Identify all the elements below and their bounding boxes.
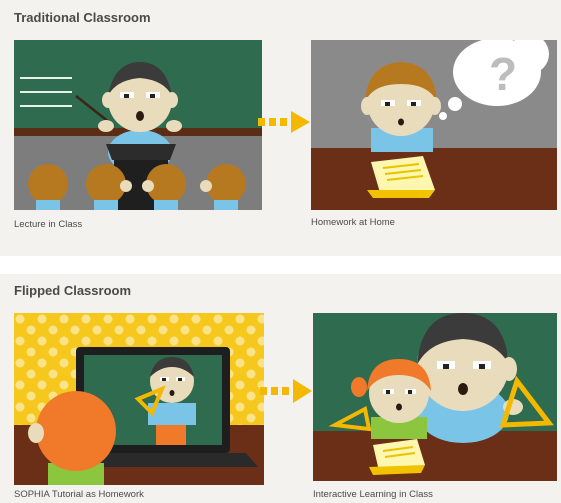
- caption-interactive-learning: Interactive Learning in Class: [313, 489, 433, 500]
- interactive-learning-illustration: [313, 313, 557, 481]
- student-figure: [361, 62, 441, 152]
- section-title-flipped: Flipped Classroom: [14, 283, 132, 298]
- section-title-traditional: Traditional Classroom: [14, 10, 151, 25]
- dotted-arrow-icon: [260, 378, 314, 404]
- caption-sophia-tutorial: SOPHIA Tutorial as Homework: [14, 489, 144, 500]
- students: [28, 164, 246, 210]
- sophia-tutorial-homework-illustration: [14, 313, 264, 485]
- dotted-arrow-icon: [258, 110, 312, 134]
- desk: [311, 148, 557, 210]
- student-back-figure: [28, 391, 116, 485]
- svg-text:?: ?: [489, 48, 517, 100]
- student-figure: [328, 359, 431, 439]
- question-thought-bubble-icon: ?: [439, 40, 549, 120]
- lecture-in-class-illustration: [14, 40, 262, 210]
- homework-at-home-illustration: ?: [311, 40, 557, 210]
- caption-homework-at-home: Homework at Home: [311, 217, 395, 228]
- caption-lecture-in-class: Lecture in Class: [14, 219, 83, 230]
- teacher-figure: [417, 313, 554, 443]
